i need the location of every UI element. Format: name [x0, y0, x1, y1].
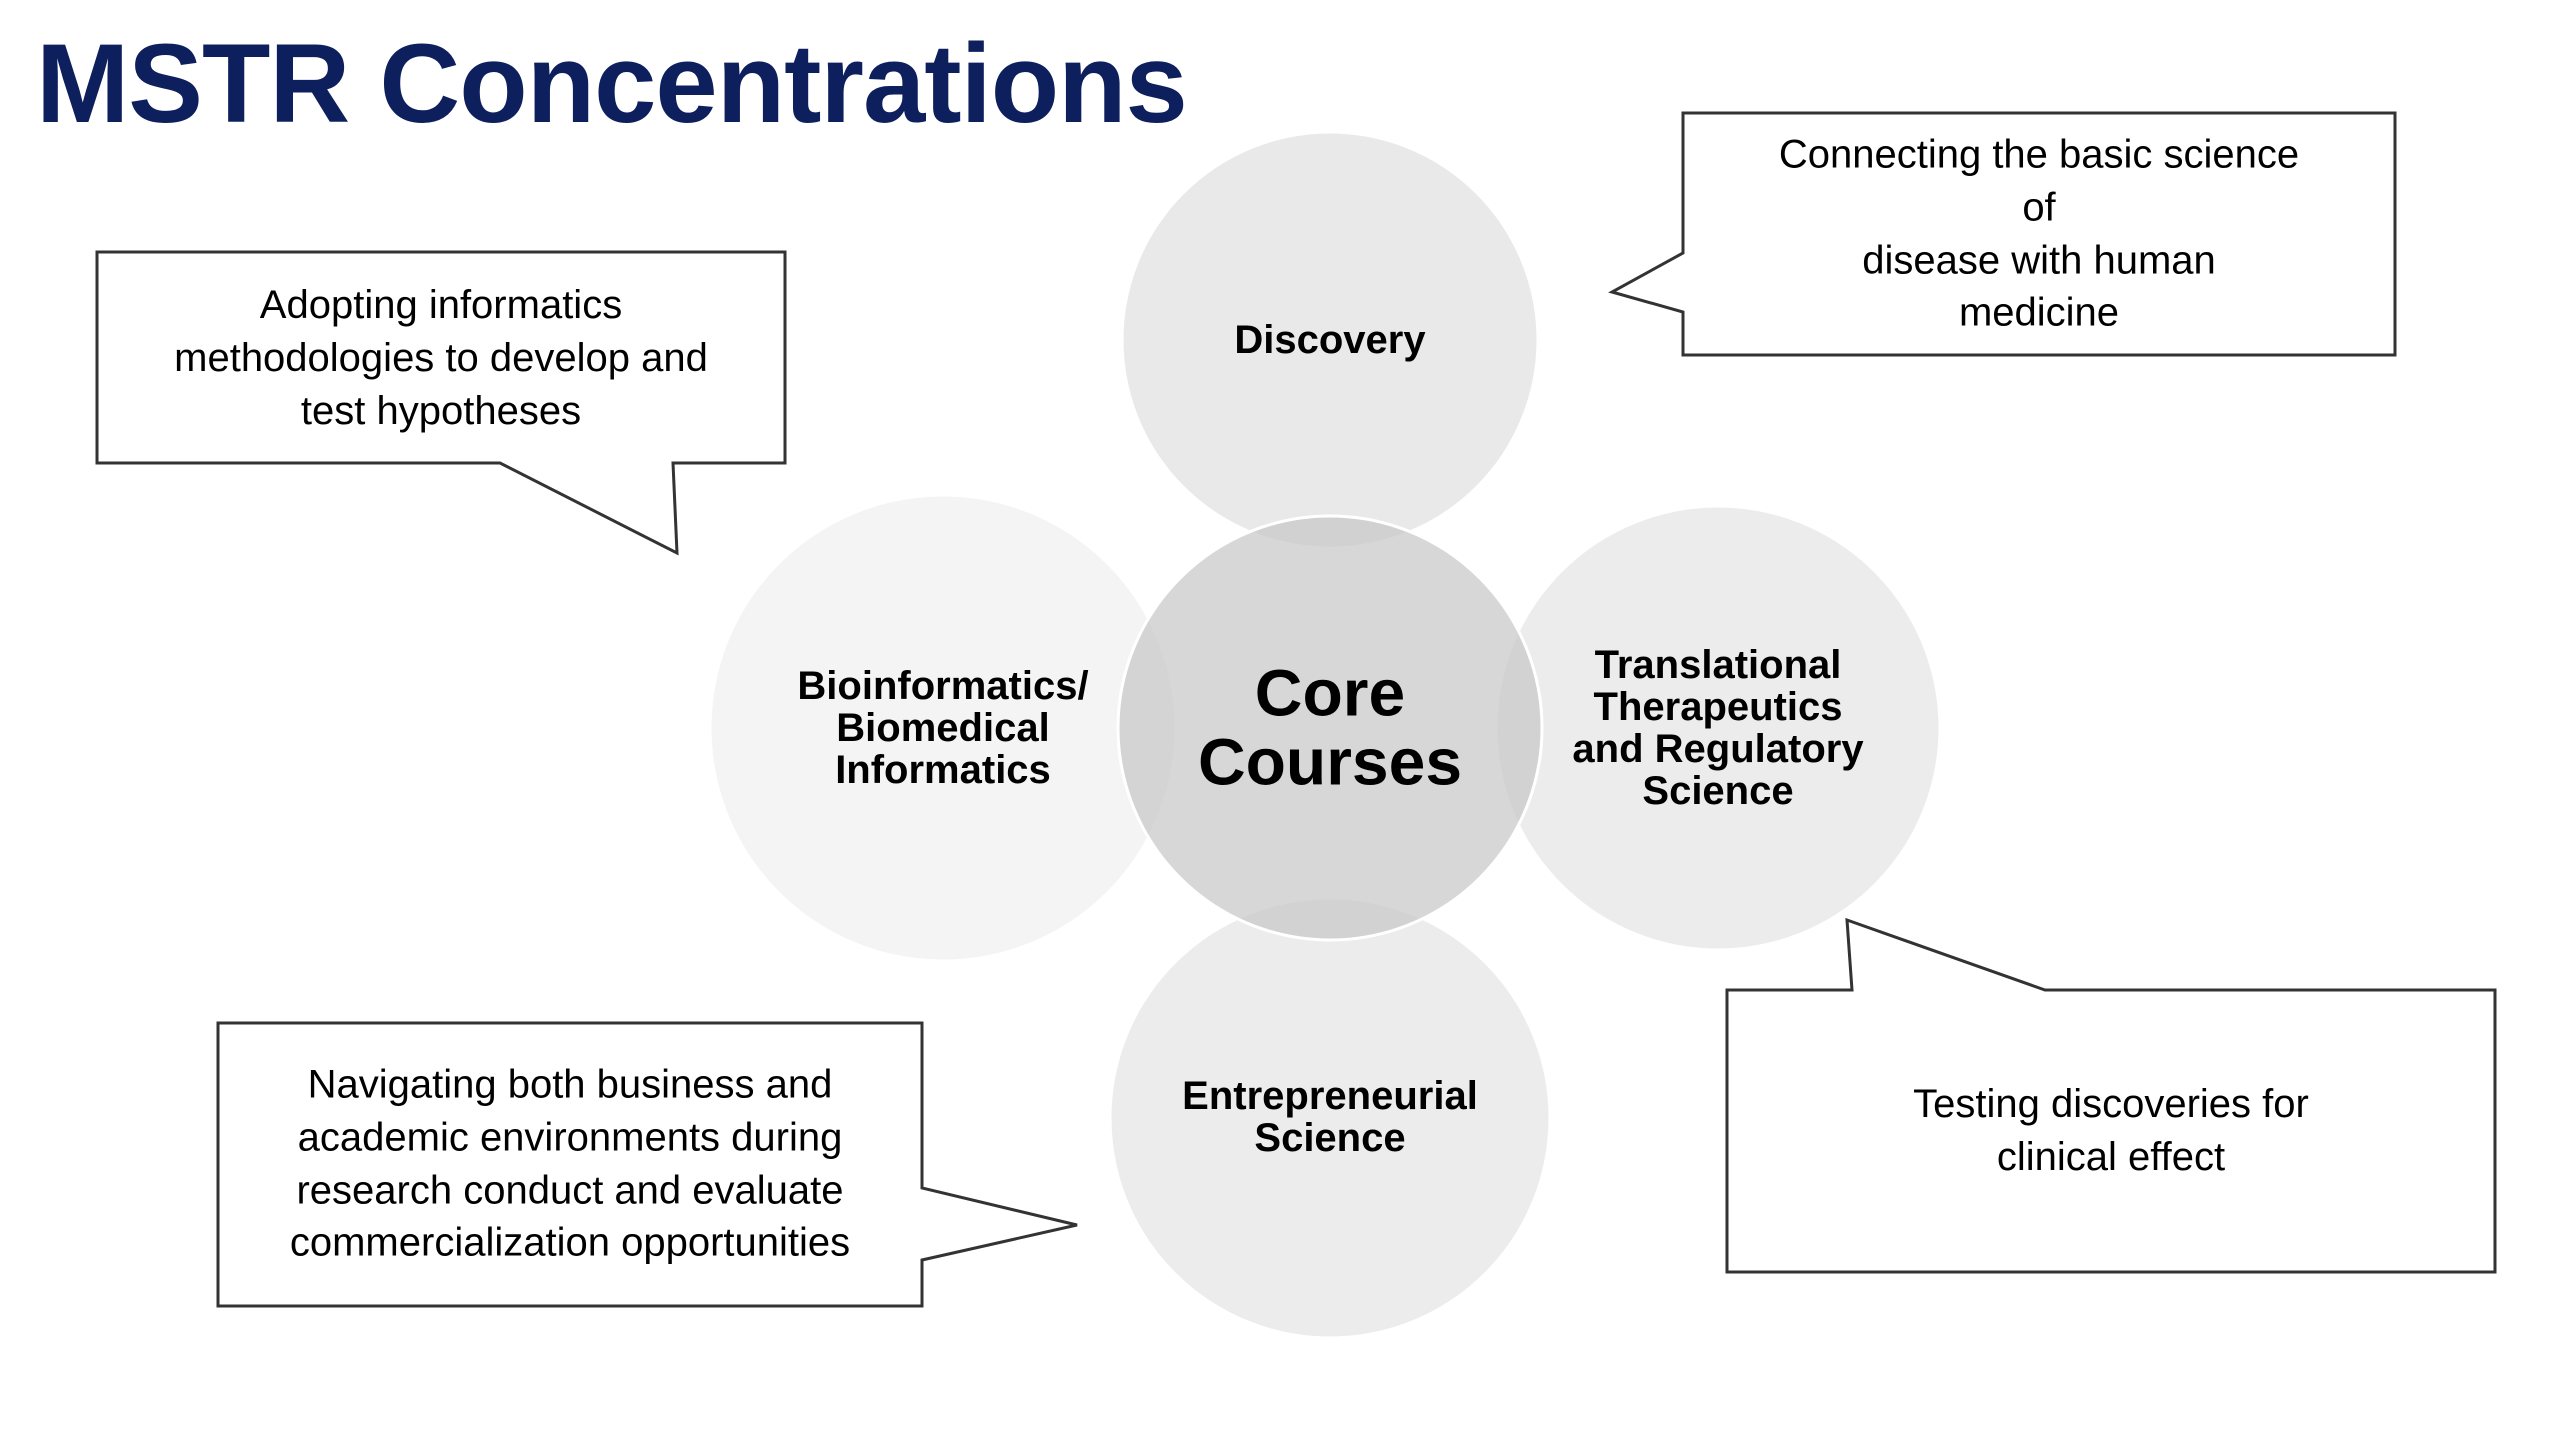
- callout-text-bioinformatics: Adopting informatics methodologies to de…: [174, 282, 708, 433]
- label-discovery: Discovery: [1234, 318, 1426, 362]
- label-entrepreneurial: Entrepreneurial Science: [1182, 1074, 1478, 1160]
- page-title: MSTR Concentrations: [36, 21, 1188, 146]
- callout-text-discovery: Connecting the basic science of disease …: [1778, 132, 2300, 335]
- callout-bubble-entrepreneurial: [216, 1021, 1078, 1308]
- callout-text-translational: Testing discoveries for clinical effect: [1913, 1082, 2309, 1179]
- label-translational: Translational Therapeutics and Regulator…: [1572, 643, 1864, 813]
- label-core-courses: Core Courses: [1197, 655, 1463, 799]
- callout-bubble-translational: [1725, 917, 2497, 1274]
- label-bioinformatics: Bioinformatics/ Biomedical Informatics: [797, 664, 1089, 792]
- callout-text-entrepreneurial: Navigating both business and academic en…: [289, 1062, 851, 1265]
- callout-bubble-bioinformatics: [95, 250, 787, 556]
- circle-core: [1116, 514, 1544, 942]
- callout-bubble-discovery: [1608, 111, 2397, 357]
